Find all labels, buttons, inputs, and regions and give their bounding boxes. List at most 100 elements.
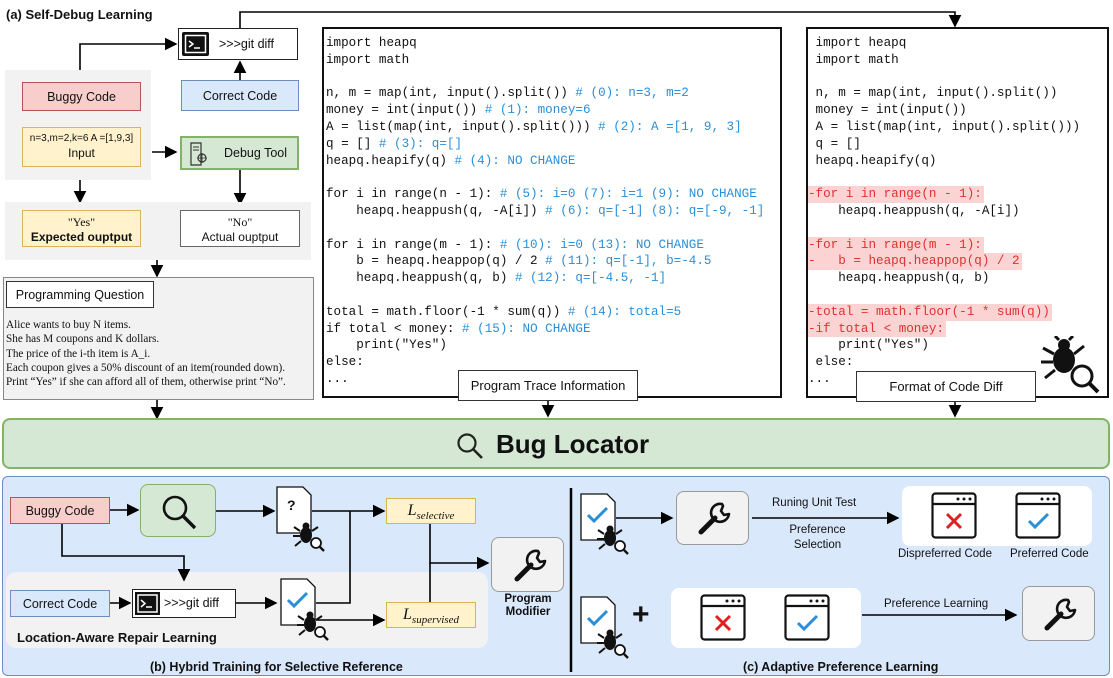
question-line: The price of the i-th item is A_i. (6, 347, 151, 360)
diff-line: n, m = map(int, input().split()) (808, 85, 1080, 102)
l-selective-subscript: selective (416, 510, 455, 523)
trace-code-text: import heapq (326, 36, 417, 50)
input-box: n=3,m=2,k=6 A =[1,9,3] Input (22, 127, 141, 167)
trace-line: money = int(input()) # (1): money=6 (326, 102, 764, 119)
l-supervised-box: Lsupervised (386, 602, 476, 628)
l-supervised-subscript: supervised (411, 614, 459, 627)
unknown-location-doc-icon: ? (276, 486, 312, 534)
actual-output-box: "No" Actual ouptput (180, 210, 300, 247)
running-unit-test-label: Runing Unit Test (772, 497, 857, 509)
bug-icon (597, 525, 629, 555)
preferred-code-icon (784, 594, 830, 641)
code-diff-code: import heapq import math n, m = map(int,… (808, 35, 1080, 388)
program-modifier-label: Program Modifier (504, 593, 552, 618)
input-label: Input (68, 146, 95, 160)
trace-comment: # (15): NO CHANGE (462, 321, 591, 336)
wrench-icon (514, 549, 547, 582)
debug-tool-box: Debug Tool (180, 136, 299, 170)
wrench-icon (1044, 598, 1077, 631)
correct-code-box: Correct Code (181, 80, 299, 111)
trace-line: total = math.floor(-1 * sum(q)) # (14): … (326, 304, 764, 321)
diff-text: ... (808, 371, 831, 386)
hybrid-locator-box (140, 484, 216, 537)
diff-line: else: (808, 354, 1080, 371)
located-doc-icon (280, 578, 316, 626)
diff-text: money = int(input()) (808, 103, 967, 118)
diff-line: import heapq (808, 35, 1080, 52)
trace-comment: # (11): q=[-1], b=-4.5 (545, 254, 712, 269)
trace-code-text: n, m = map(int, input().split()) (326, 86, 576, 101)
hybrid-git-diff-box: >>>git diff (132, 589, 236, 618)
programming-question-panel: Programming Question Alice wants to buy … (3, 277, 314, 400)
trace-code-text: b = heapq.heappop(q) / 2 (326, 254, 546, 269)
diff-text: print("Yes") (808, 338, 929, 353)
code-diff-caption: Format of Code Diff (856, 371, 1036, 402)
preference-pair-box-2 (671, 588, 861, 648)
trace-code-text: money = int(input()) (326, 103, 485, 118)
preferred-label: Preferred Code (1010, 548, 1089, 560)
actual-label: Actual ouptput (201, 230, 279, 244)
question-line: Print “Yes” if she can afford all of the… (6, 376, 286, 389)
bug-locator-bar: Bug Locator (2, 418, 1110, 469)
diff-removed-line: - b = heapq.heappop(q) / 2 (808, 253, 1080, 271)
diff-removed-line: -for i in range(n - 1): (808, 186, 1080, 203)
diff-line: q = [] (808, 136, 1080, 153)
expected-output-box: "Yes" Expected ouptput (22, 210, 141, 247)
diff-line: heapq.heappush(q, -A[i]) (808, 203, 1080, 220)
trace-comment: # (14): total=5 (567, 304, 682, 319)
program-trace-caption: Program Trace Information (458, 370, 638, 401)
git-diff-label: >>>git diff (219, 37, 275, 51)
diff-text: n, m = map(int, input().split()) (808, 86, 1058, 101)
bug-icon (293, 522, 325, 552)
actual-value: "No" (227, 215, 253, 229)
trace-line: ... (326, 371, 764, 388)
trace-line: heapq.heappush(q, -A[i]) # (6): q=[-1] (… (326, 203, 764, 220)
trace-code-text: print("Yes") (326, 338, 447, 353)
program-trace-code: import heapq import math n, m = map(int, i… (326, 35, 764, 388)
search-icon (457, 433, 483, 459)
bug-icon (597, 629, 629, 659)
trace-code-text: if total < money: (326, 321, 463, 336)
wrench-icon (698, 502, 731, 535)
trace-code-text: heapq.heappush(q, b) (326, 271, 515, 286)
trace-code-text: import math (326, 52, 410, 67)
buggy-code-box: Buggy Code (22, 82, 141, 111)
trace-code-text: for i in range(m - 1): (326, 237, 500, 252)
question-mark: ? (287, 497, 296, 513)
diff-text: -for i in range(n - 1): (808, 186, 984, 203)
trace-comment: # (10): i=0 (13): NO CHANGE (499, 237, 704, 252)
trace-code-text: else: (326, 355, 364, 370)
preference-learning-label: Preference Learning (884, 598, 989, 610)
trace-comment: # (6): q=[-1] (8): q=[-9, -1] (545, 203, 765, 218)
l-selective-box: Lselective (386, 498, 476, 524)
diff-text: -for i in range(m - 1): (808, 236, 984, 254)
diff-text: heapq.heappush(q, b) (808, 271, 990, 286)
diff-line: import math (808, 52, 1080, 69)
trace-comment: # (1): money=6 (484, 103, 591, 118)
trace-line: A = list(map(int, input().split())) # (2… (326, 119, 764, 136)
trace-comment: # (12): q=[-4.5, -1] (514, 271, 667, 286)
plus-sign: + (632, 598, 650, 631)
trace-line: for i in range(n - 1): # (5): i=0 (7): i… (326, 186, 764, 203)
trace-code-text: total = math.floor(-1 * sum(q)) (326, 304, 568, 319)
input-values: n=3,m=2,k=6 A =[1,9,3] (29, 133, 134, 144)
diff-text: heapq.heappush(q, -A[i]) (808, 203, 1020, 218)
diff-text: -total = math.floor(-1 * sum(q)) (808, 303, 1052, 321)
diff-removed-line: -for i in range(m - 1): (808, 236, 1080, 254)
trace-line: b = heapq.heappop(q) / 2 # (11): q=[-1],… (326, 253, 764, 270)
trace-code-text: A = list(map(int, input().split())) (326, 119, 599, 134)
diff-line: print("Yes") (808, 337, 1080, 354)
question-line: She has M coupons and K dollars. (6, 333, 160, 346)
program-trace-panel (322, 27, 782, 398)
diff-line: A = list(map(int, input().split())) (808, 119, 1081, 136)
debug-tool-icon (190, 142, 207, 166)
expected-value: "Yes" (67, 215, 96, 229)
dispreferred-label: Dispreferred Code (898, 548, 992, 560)
trace-line: heapq.heappush(q, b) # (12): q=[-4.5, -1… (326, 270, 764, 287)
dispreferred-code-icon (700, 594, 746, 641)
diff-line: ... (808, 371, 1080, 388)
dispreferred-code-icon (931, 492, 977, 539)
git-diff-box: >>>git diff (178, 28, 298, 60)
adaptive-modifier-box (676, 491, 749, 545)
l-supervised-symbol: L (403, 606, 412, 623)
